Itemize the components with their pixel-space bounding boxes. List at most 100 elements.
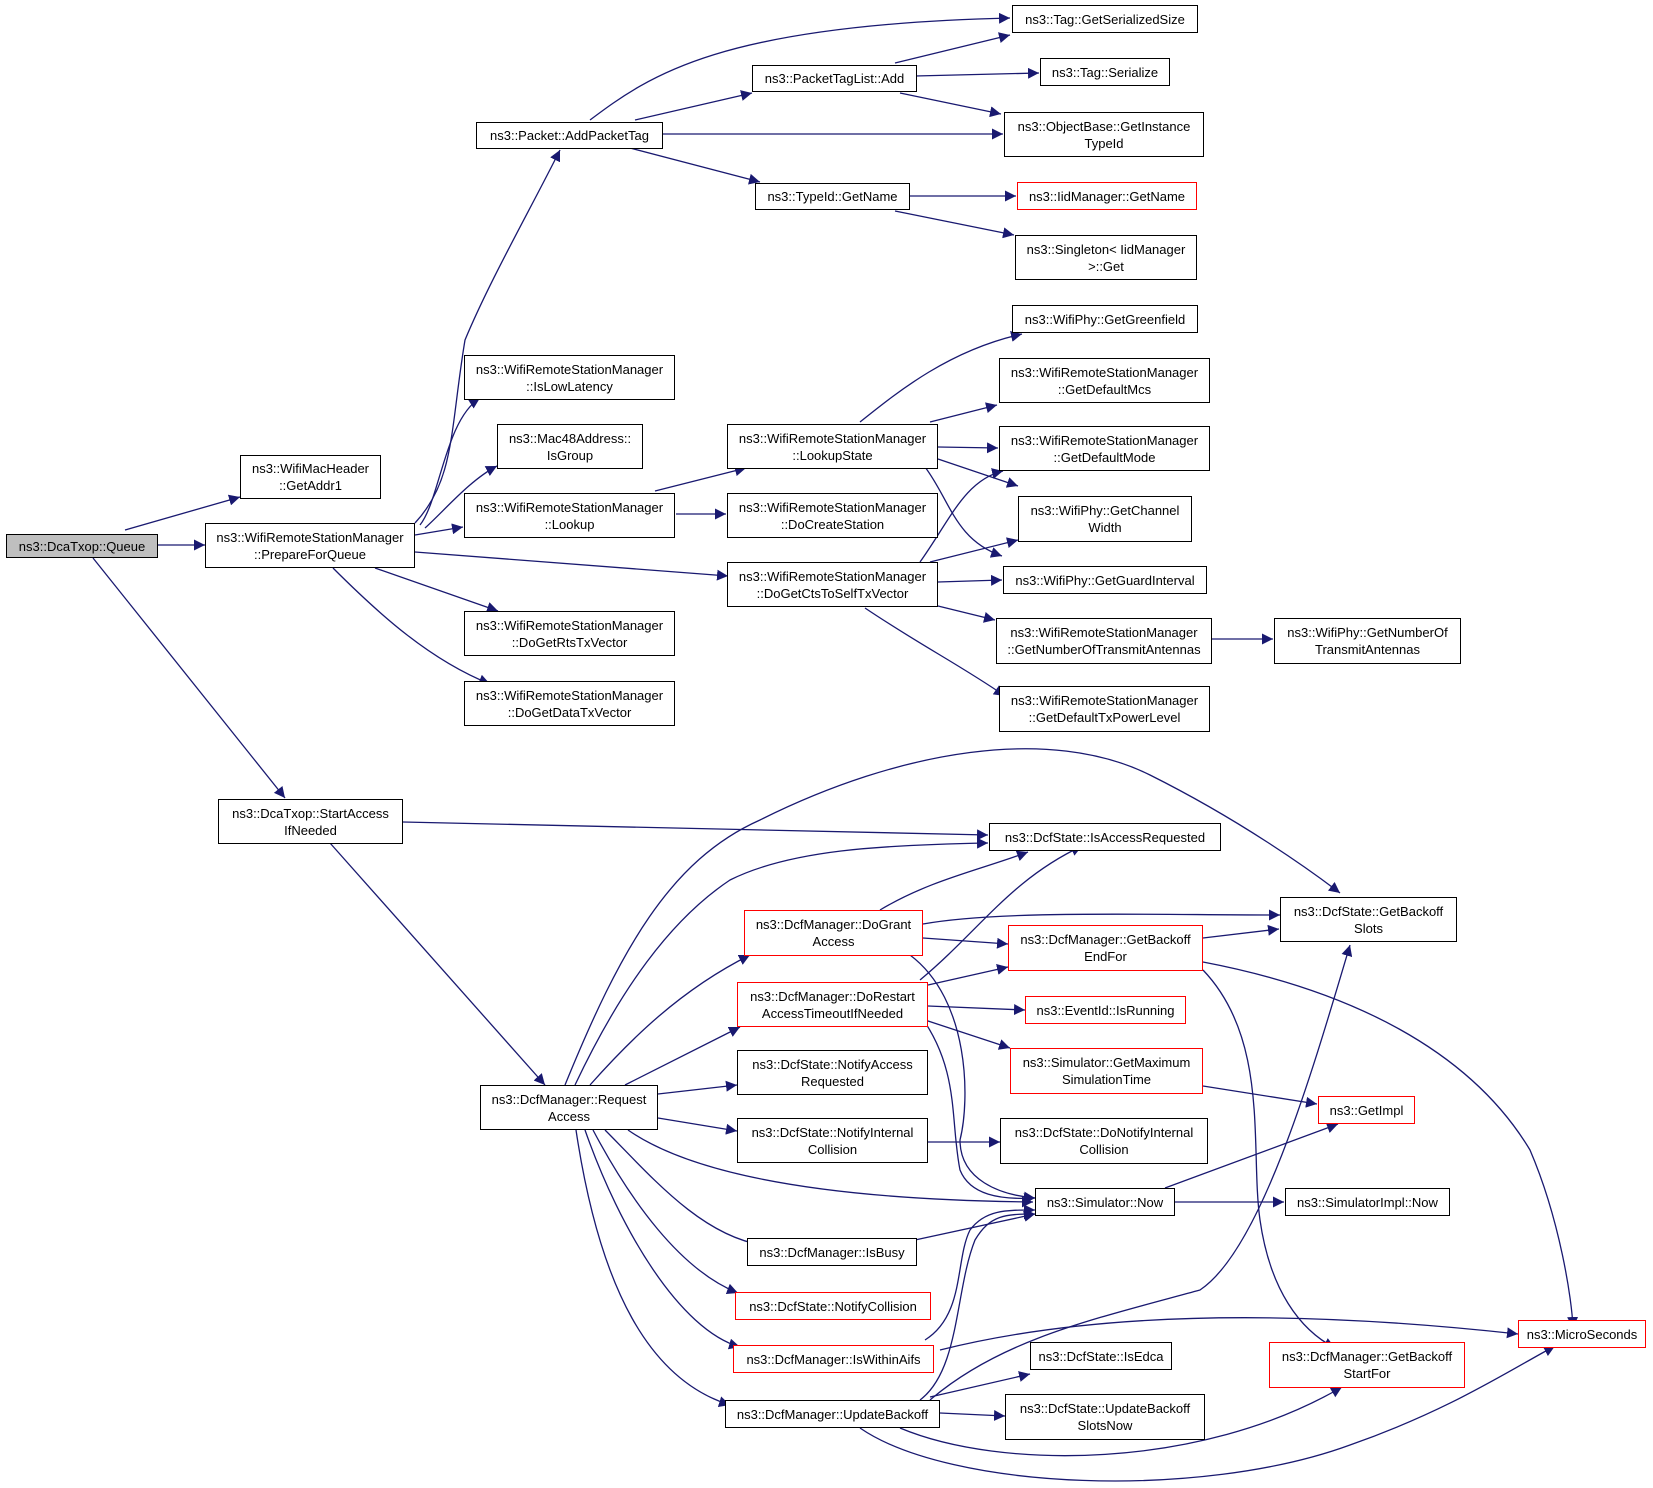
node-label: EndFor: [1084, 949, 1127, 964]
node-iidmanager-getname[interactable]: ns3::IidManager::GetName: [1017, 182, 1197, 210]
node-tag-serialize[interactable]: ns3::Tag::Serialize: [1040, 58, 1170, 86]
node-label: ns3::IidManager::GetName: [1028, 188, 1186, 204]
node-label: ns3::DcfManager::UpdateBackoff: [736, 1406, 929, 1422]
edge-dogrant-simnow: [909, 954, 1036, 1203]
edge-dorestart-simmaxtime: [924, 1019, 1011, 1050]
node-lookup[interactable]: ns3::WifiRemoteStationManager::Lookup: [464, 493, 675, 538]
node-getnumberoftransmitantennas[interactable]: ns3::WifiRemoteStationManager::GetNumber…: [996, 618, 1212, 664]
edge-requestaccess-dorestart: [624, 1026, 741, 1086]
edge-requestaccess-notifyaccess: [657, 1080, 738, 1095]
node-wifiphy-getguardinterval[interactable]: ns3::WifiPhy::GetGuardInterval: [1003, 566, 1207, 594]
edge-prepare-rtstx: [374, 567, 499, 613]
node-label: Slots: [1354, 920, 1383, 936]
edge-startaccess-isaccessreq: [402, 821, 989, 841]
node-dcfstate-notifycollision[interactable]: ns3::DcfState::NotifyCollision: [735, 1292, 931, 1320]
node-packettaglist-add[interactable]: ns3::PacketTagList::Add: [752, 65, 917, 92]
node-label: ::DoCreateStation: [780, 516, 885, 532]
edge-prepare-ctsself: [414, 551, 729, 581]
node-microseconds[interactable]: ns3::MicroSeconds: [1518, 1320, 1646, 1348]
node-label: Access: [812, 934, 855, 949]
node-label: Collision: [1079, 1142, 1129, 1157]
node-label: ns3::DcfManager::GetBackoff: [1020, 932, 1191, 947]
edge-addpackettag-typeidgetname: [629, 147, 761, 185]
node-simulatorimpl-now[interactable]: ns3::SimulatorImpl::Now: [1285, 1188, 1450, 1216]
node-label: ns3::Tag::Serialize: [1051, 64, 1159, 80]
edge-dogrant-getbackoffend: [922, 937, 1009, 949]
node-label: ns3::Simulator::Now: [1046, 1194, 1164, 1210]
node-label: Access: [548, 1108, 590, 1124]
node-label: ns3::WifiRemoteStationManager: [738, 568, 927, 584]
node-label: >::Get: [1088, 258, 1124, 274]
edge-ptladd-tagser: [914, 67, 1040, 79]
node-getdefaultmcs[interactable]: ns3::WifiRemoteStationManager::GetDefaul…: [999, 358, 1210, 403]
node-tag-getserializedsize[interactable]: ns3::Tag::GetSerializedSize: [1012, 5, 1198, 33]
node-wifimacheader-getaddr1[interactable]: ns3::WifiMacHeader::GetAddr1: [240, 455, 381, 499]
edge-requestaccess-notifyinternal: [657, 1117, 738, 1135]
node-wifiphy-getgreenfield[interactable]: ns3::WifiPhy::GetGreenfield: [1012, 305, 1198, 333]
node-singleton-get[interactable]: ns3::Singleton< IidManager >::Get: [1015, 235, 1197, 280]
node-mac48address-isgroup[interactable]: ns3::Mac48Address::IsGroup: [497, 424, 643, 469]
node-eventid-isrunning[interactable]: ns3::EventId::IsRunning: [1025, 996, 1186, 1024]
node-packet-addpackettag[interactable]: ns3::Packet::AddPacketTag: [476, 122, 663, 149]
node-label: ns3::ObjectBase::GetInstance: [1017, 118, 1191, 134]
node-typeid-getname[interactable]: ns3::TypeId::GetName: [755, 183, 910, 210]
node-label: ::DoGetCtsToSelfTxVector: [756, 585, 909, 601]
edge-requestaccess-isaccessreq: [574, 837, 989, 1086]
node-dogetdatatxvector[interactable]: ns3::WifiRemoteStationManager::DoGetData…: [464, 681, 675, 726]
edge-dogrant-getbackoffslots: [922, 909, 1281, 925]
edge-ptladd-getinsttype: [899, 92, 1002, 118]
node-dcfmanager-isbusy[interactable]: ns3::DcfManager::IsBusy: [747, 1238, 917, 1266]
node-dogetctstoselftxvector[interactable]: ns3::WifiRemoteStationManager::DoGetCtsT…: [727, 562, 938, 607]
node-prepareforqueue[interactable]: ns3::WifiRemoteStationManager::PrepareFo…: [205, 523, 415, 568]
node-simulator-now[interactable]: ns3::Simulator::Now: [1035, 1188, 1175, 1216]
edge-ctsself-deftxpower: [864, 607, 1006, 697]
node-label: ns3::Singleton< IidManager: [1026, 241, 1186, 257]
node-label: AccessTimeoutIfNeeded: [761, 1005, 904, 1021]
node-label: ::PrepareForQueue: [253, 546, 366, 562]
node-getdefaultmode[interactable]: ns3::WifiRemoteStationManager::GetDefaul…: [999, 426, 1210, 471]
node-label: ns3::SimulatorImpl::Now: [1297, 1194, 1438, 1210]
node-label: ns3::DcfState::NotifyInternal: [751, 1124, 914, 1140]
node-dcfmanager-updatebackoff[interactable]: ns3::DcfManager::UpdateBackoff: [725, 1400, 940, 1428]
node-label: ns3::DcfState::IsEdca: [1038, 1348, 1164, 1364]
node-dogetrtstxvector[interactable]: ns3::WifiRemoteStationManager::DoGetRtsT…: [464, 611, 675, 656]
node-label: ns3::DcfManager::IsBusy: [759, 1244, 905, 1260]
node-dcfstate-isaccessrequested[interactable]: ns3::DcfState::IsAccessRequested: [989, 823, 1221, 851]
node-dcfmanager-iswithinaifs[interactable]: ns3::DcfManager::IsWithinAifs: [733, 1345, 934, 1373]
node-label: ns3::DcfManager::DoRestart: [750, 988, 915, 1004]
node-label: IfNeeded: [284, 822, 337, 838]
node-label: ns3::WifiRemoteStationManager: [1010, 625, 1198, 640]
node-islowlatency[interactable]: ns3::WifiRemoteStationManager::IsLowLate…: [464, 355, 675, 400]
edge-lookupstate-guardint: [924, 466, 1003, 558]
node-getimpl[interactable]: ns3::GetImpl: [1318, 1096, 1415, 1124]
edge-updatebackoff-simnow: [919, 1208, 1036, 1401]
node-docreatestation[interactable]: ns3::WifiRemoteStationManager::DoCreateS…: [727, 493, 938, 538]
edge-lookup-lookupstate: [654, 465, 747, 492]
node-lookupstate[interactable]: ns3::WifiRemoteStationManager::LookupSta…: [727, 424, 938, 469]
node-getdefaulttxpowerlevel[interactable]: ns3::WifiRemoteStationManager::GetDefaul…: [999, 686, 1210, 732]
node-label: ::GetDefaultMcs: [1057, 381, 1152, 397]
node-label: Width: [1088, 520, 1122, 535]
node-label: ns3::DcfState::DoNotifyInternal: [1014, 1125, 1194, 1140]
node-label: ns3::DcfState::GetBackoff: [1293, 903, 1444, 919]
node-label: ns3::EventId::IsRunning: [1036, 1002, 1175, 1018]
node-dcfstate-isedca[interactable]: ns3::DcfState::IsEdca: [1030, 1342, 1172, 1370]
node-label: ns3::MicroSeconds: [1526, 1326, 1638, 1342]
edge-updatebackoff-microseconds: [859, 1345, 1556, 1482]
edge-ctsself-defmode: [919, 468, 1004, 563]
